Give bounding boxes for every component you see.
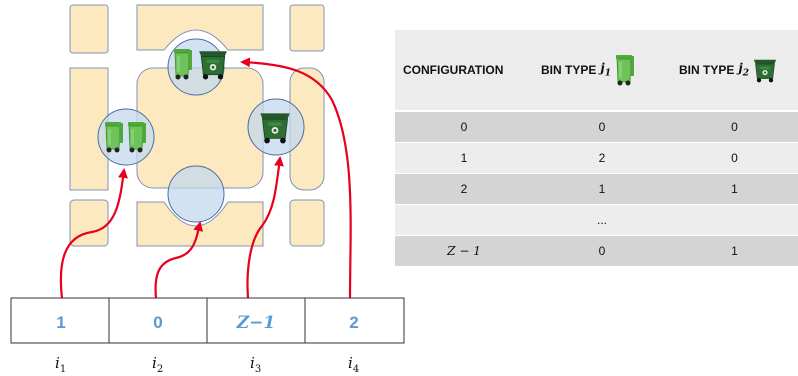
cell-config: 2 — [395, 173, 533, 205]
arrow-i1 — [59, 168, 128, 299]
cell-type2: 1 — [671, 235, 798, 267]
city-blocks — [69, 4, 325, 247]
index-labels: i1 i2 i3 i4 — [55, 354, 359, 375]
block-bottom-right-small — [289, 199, 325, 247]
cell-type2: 0 — [671, 111, 798, 143]
strip-cell-1 — [10, 297, 110, 344]
cell-config — [395, 204, 533, 236]
strip-cell-3 — [206, 297, 306, 344]
arrow-i3 — [246, 156, 284, 299]
cell-type1: 0 — [533, 111, 671, 143]
cell-type1: 2 — [533, 142, 671, 174]
block-top-center — [136, 4, 264, 51]
green-bin-icon — [615, 54, 635, 86]
table-row: 1 2 0 — [395, 142, 798, 174]
block-top-left-small — [69, 4, 109, 54]
cell-type1: 1 — [533, 173, 671, 205]
block-top-right-small — [289, 4, 325, 52]
header-bin-type-2: BIN TYPE j2 — [671, 30, 798, 112]
strip-value-1: 1 — [56, 313, 65, 332]
table-row-ellipsis: ... — [395, 204, 798, 236]
cell-type2: 0 — [671, 142, 798, 174]
block-left-middle — [69, 67, 109, 191]
strip-value-3: Z−1 — [236, 313, 275, 333]
spot-bottom — [167, 165, 225, 223]
strip-value-4: 2 — [349, 313, 358, 332]
arrow-i2 — [154, 221, 204, 299]
dark-bin-icon — [753, 56, 777, 84]
cell-config: 0 — [395, 111, 533, 143]
assignment-arrows — [59, 57, 352, 299]
table-row: 0 0 0 — [395, 111, 798, 143]
strip-value-2: 0 — [153, 313, 162, 332]
table-row: Z − 1 0 1 — [395, 235, 798, 267]
arrow-i4 — [240, 57, 352, 299]
cell-type2: 1 — [671, 173, 798, 205]
cell-type2 — [671, 204, 798, 236]
header-bin-type-1: BIN TYPE j1 — [533, 30, 671, 112]
cell-config: Z − 1 — [395, 235, 533, 267]
table-header-row: CONFIGURATION BIN TYPE j1 BIN TYPE j2 — [395, 30, 798, 112]
cell-type1: 0 — [533, 235, 671, 267]
strip-cell-4 — [304, 297, 405, 344]
header-configuration: CONFIGURATION — [395, 30, 533, 112]
cell-ellipsis: ... — [533, 204, 671, 236]
index-label-1: i1 — [55, 354, 66, 375]
cell-config: 1 — [395, 142, 533, 174]
index-label-4: i4 — [348, 354, 359, 375]
configuration-strip: 1 0 Z−1 2 — [10, 297, 405, 344]
index-label-3: i3 — [250, 354, 261, 375]
index-label-2: i2 — [152, 354, 163, 375]
configuration-table: CONFIGURATION BIN TYPE j1 BIN TYPE j2 0 … — [395, 30, 798, 267]
table-row: 2 1 1 — [395, 173, 798, 205]
